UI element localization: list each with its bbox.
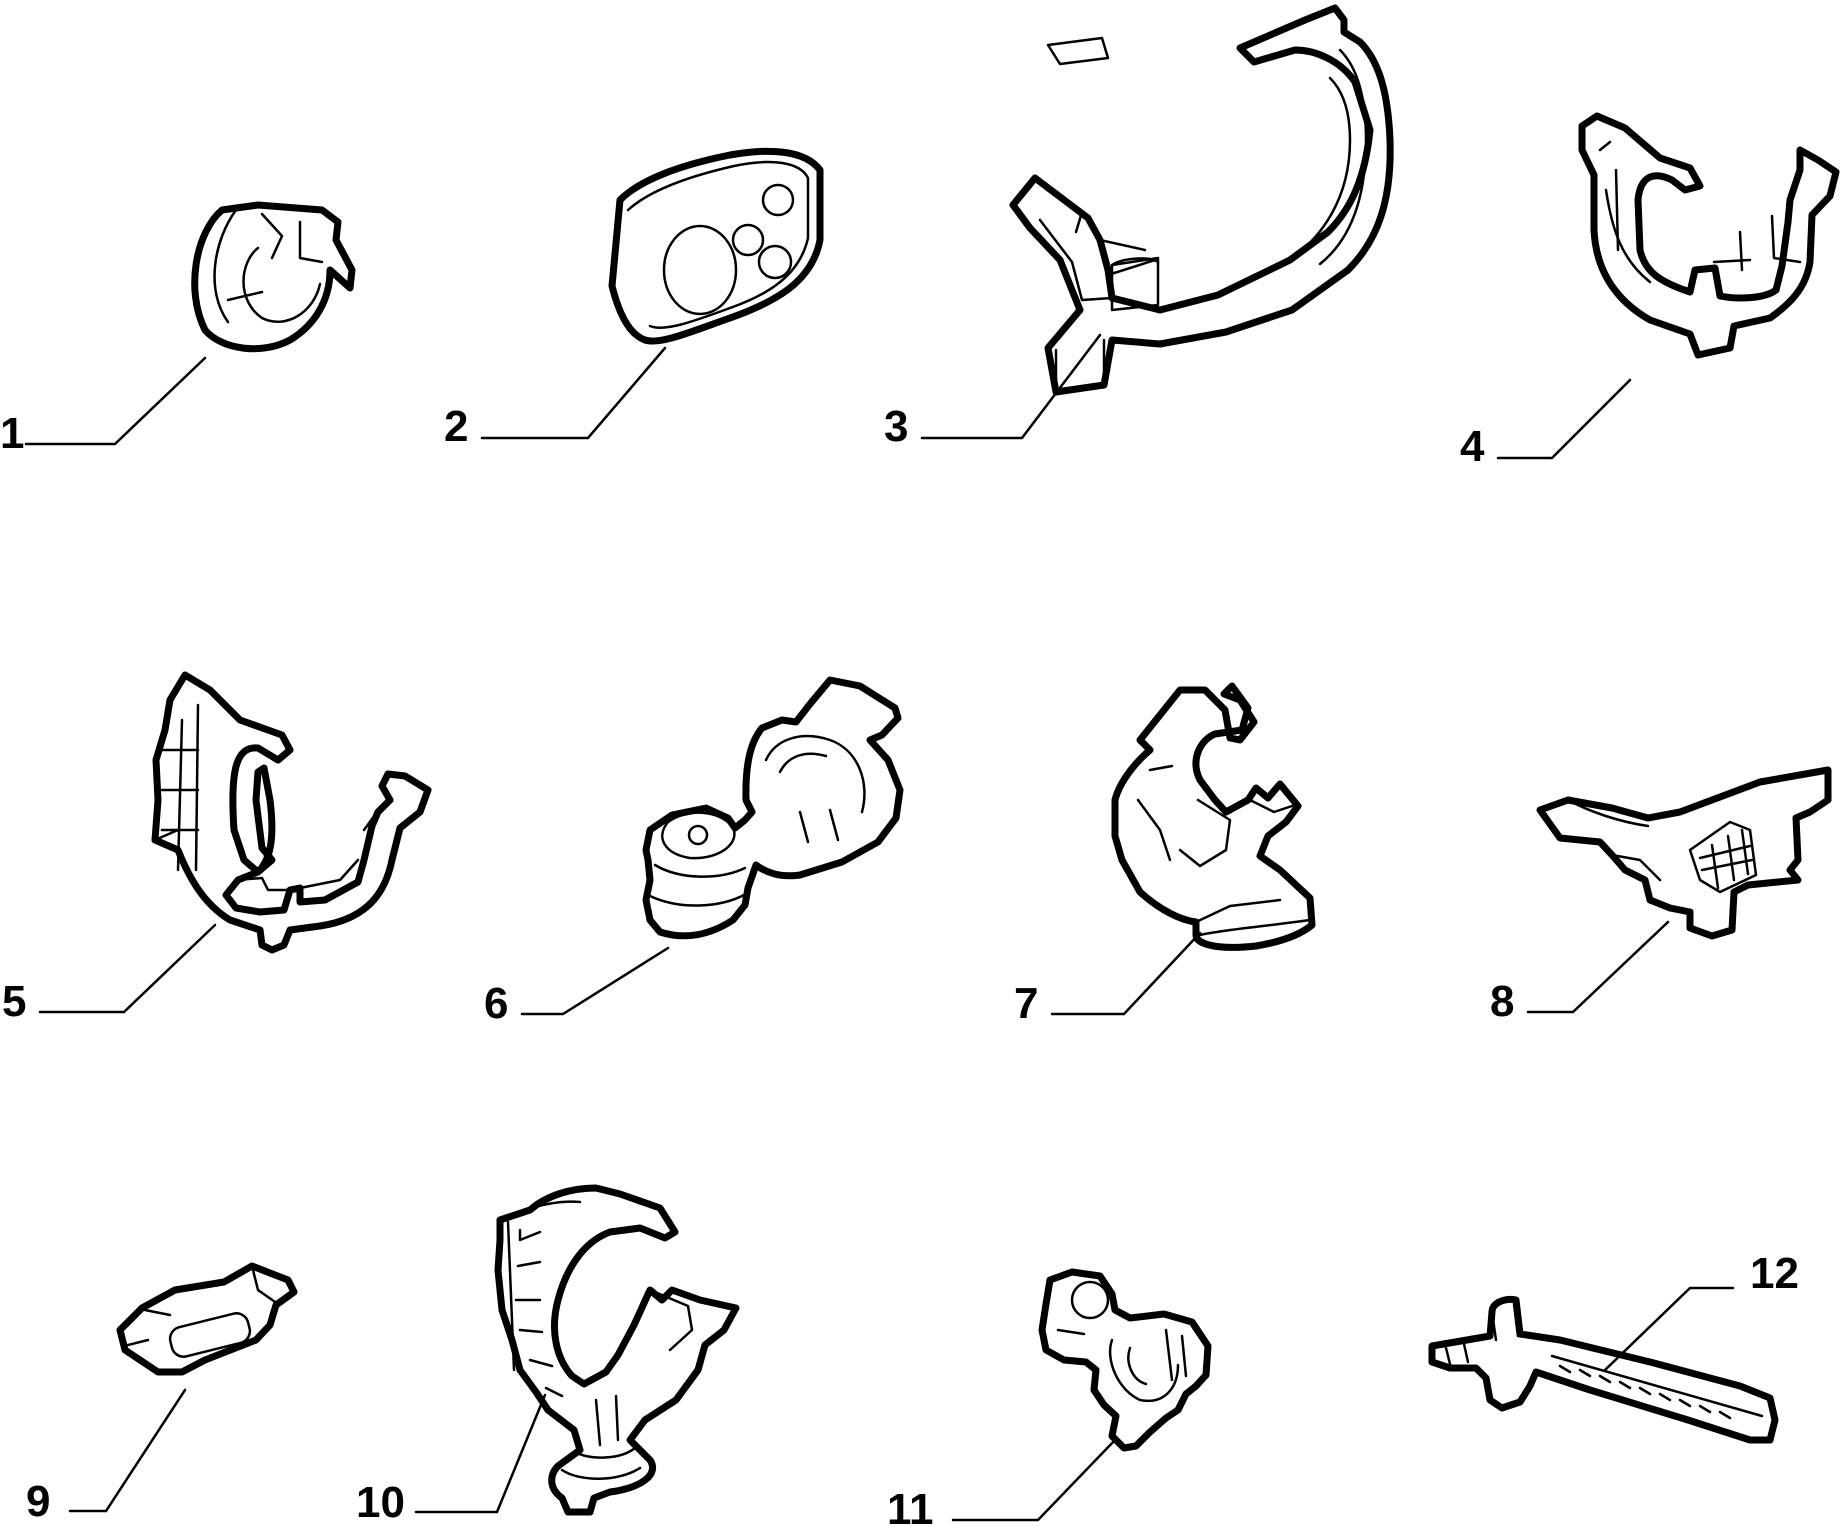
callout-label-1: 1: [0, 409, 24, 458]
leader-1: [24, 356, 207, 446]
leader-6: [520, 946, 670, 1016]
leader-5: [1496, 378, 1632, 460]
part-5-open-clip: [1578, 112, 1840, 359]
part-1-round-clip: [191, 201, 356, 353]
part-11-compact-clip: [1038, 1268, 1212, 1452]
callout-label-4: 5: [2, 977, 26, 1026]
callout-label-10: 10: [356, 1478, 405, 1527]
leader-12: [1603, 1286, 1735, 1372]
part-12-cable-tie: [1428, 1296, 1779, 1444]
callout-label-7: 7: [1014, 979, 1038, 1028]
part-7-flat-clip: [1111, 682, 1316, 951]
leader-4: [38, 923, 217, 1014]
callout-label-9: 9: [26, 1477, 50, 1526]
part-6-grommet-clip: [642, 676, 904, 940]
part-10-large-clip: [494, 1184, 740, 1516]
part-8-saddle-clip: [1536, 766, 1832, 940]
part-2-grommet-pad: [608, 147, 824, 345]
part-3-large-bracket: [1009, 4, 1394, 396]
callout-label-6: 6: [484, 979, 508, 1028]
callout-label-11: 11: [887, 1485, 934, 1527]
leader-10: [414, 1393, 547, 1514]
leader-3: [920, 333, 1102, 440]
callout-label-12: 12: [1750, 1249, 1799, 1298]
leader-8: [1526, 920, 1670, 1014]
callout-label-5: 4: [1460, 422, 1485, 471]
leader-2: [480, 346, 667, 440]
leader-11: [951, 1438, 1117, 1522]
part-4-ribbed-clip: [151, 671, 432, 954]
callout-label-3: 3: [884, 402, 908, 451]
callout-label-8: 8: [1490, 977, 1514, 1026]
leader-9: [68, 1388, 187, 1513]
leader-7: [1050, 931, 1202, 1016]
callout-label-2: 2: [444, 402, 468, 451]
part-9-rect-clip: [116, 1262, 298, 1376]
